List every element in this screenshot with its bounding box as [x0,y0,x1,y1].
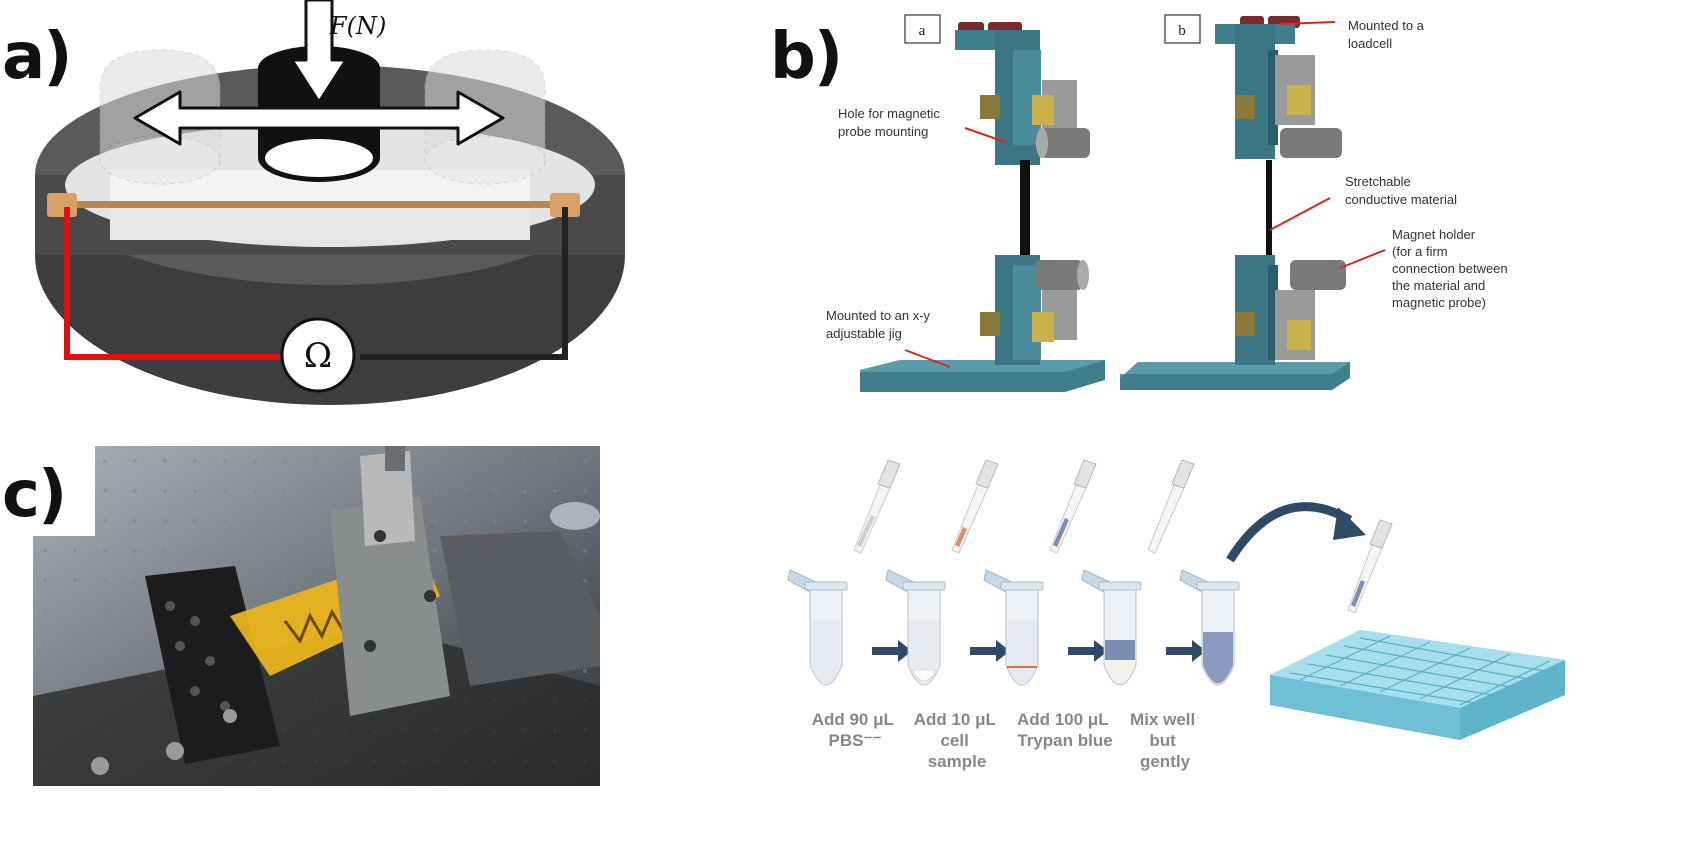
view-b-label: b [1178,23,1186,39]
svg-text:Hole for magnetic probe mo: Hole for magnetic probe mounting [838,106,944,139]
copper-pad-right [550,193,580,217]
step-4-line2: but [1149,731,1176,750]
leader-stretch [1269,197,1331,231]
step-4-line1: Mix well [1130,710,1195,729]
step-1-line2: PBS⁻⁻ [829,731,882,750]
copper-pad-left [47,193,77,217]
tube-5 [1179,569,1240,686]
panel-b-diagram: a b [826,14,1511,392]
tube-1 [787,569,848,686]
leader-jig [904,349,951,368]
panel-a-letter: a) [2,20,72,94]
leader-loadcell [1279,21,1336,25]
panel-c-photo [33,446,600,786]
label-magnet-5: magnetic probe) [1392,295,1486,310]
panel-b-letter: b) [770,20,843,94]
arrow-4-icon [1166,640,1206,662]
arrow-3-icon [1068,640,1108,662]
pipette-4 [1147,459,1195,554]
tube-4 [1081,569,1142,686]
label-hole-2: probe mounting [838,124,928,139]
transfer-arrow-icon [1226,502,1353,563]
wire-red [64,207,280,360]
view-a-box [904,14,941,44]
step-3-line2: Trypan blue [1017,731,1112,750]
svg-text:Mix well but gently: Mix well but gently [1130,710,1200,771]
well-plate [1270,630,1565,740]
pipette-1 [853,459,901,554]
tube-2 [885,569,946,686]
label-magnet-1: Magnet holder [1392,227,1476,242]
arrow-2-icon [970,640,1010,662]
pipette-5 [1347,519,1393,614]
force-arrow-icon [290,0,348,104]
pipette-2 [951,459,999,554]
tube-3 [983,569,1044,686]
label-loadcell-1: Mounted to a [1348,18,1425,33]
label-loadcell-2: loadcell [1348,36,1392,51]
step-2-line1: Add 10 μL [914,710,996,729]
svg-text:Add 90 μL PBS⁻⁻: Add 90 μL PBS⁻⁻ [812,710,899,750]
sliding-arrow-icon [133,90,505,146]
step-4-line3: gently [1140,752,1191,771]
right-clamp-block [330,496,450,716]
panel-d-diagram: Add 90 μL PBS⁻⁻ Add 10 μL cell sample Ad… [760,440,1580,790]
pipette-3 [1049,459,1097,554]
label-stretch-1: Stretchable [1345,174,1411,189]
leader-hole [964,127,1006,143]
label-magnet-4: the material and [1392,278,1485,293]
step-1-line1: Add 90 μL [812,710,894,729]
ohmmeter-icon [280,317,356,393]
label-magnet-3: connection between [1392,261,1508,276]
panel-a-diagram: F(N) Ω [35,0,625,405]
arrow-1-icon [872,640,912,662]
svg-text:Add 10 μL cell sample: Add 10 μL cell sample [914,710,1001,771]
label-stretch-2: conductive material [1345,192,1457,207]
leader-magnet [1339,249,1386,269]
step-2-line3: sample [928,752,987,771]
svg-text:Mounted to a loadcell: Mounted to a loadcell [1348,18,1428,51]
view-a-label: a [919,23,926,39]
label-magnet-2: (for a firm [1392,244,1448,259]
force-label: F(N) [329,12,386,40]
jig-b [1120,16,1350,390]
step-3-line1: Add 100 μL [1017,710,1108,729]
label-hole-1: Hole for magnetic [838,106,940,121]
svg-text:Add 100 μL Trypan blue: Add 100 μL Trypan blue [1017,710,1113,750]
svg-text:Mounted to an x-y adjustab: Mounted to an x-y adjustable jig [826,308,934,341]
jig-a [860,22,1105,392]
wire-black [360,207,568,360]
view-b-box [1164,14,1201,44]
svg-text:Stretchable conductive mat: Stretchable conductive material [1345,174,1457,207]
label-jig-2: adjustable jig [826,326,902,341]
panel-c-letter: c) [2,458,67,532]
copper-trace [70,201,576,208]
step-2-line2: cell [940,731,968,750]
ohm-symbol: Ω [304,336,332,376]
svg-text:Magnet holder (for a firm: Magnet holder (for a firm connection bet… [1392,227,1511,310]
label-jig-1: Mounted to an x-y [826,308,931,323]
